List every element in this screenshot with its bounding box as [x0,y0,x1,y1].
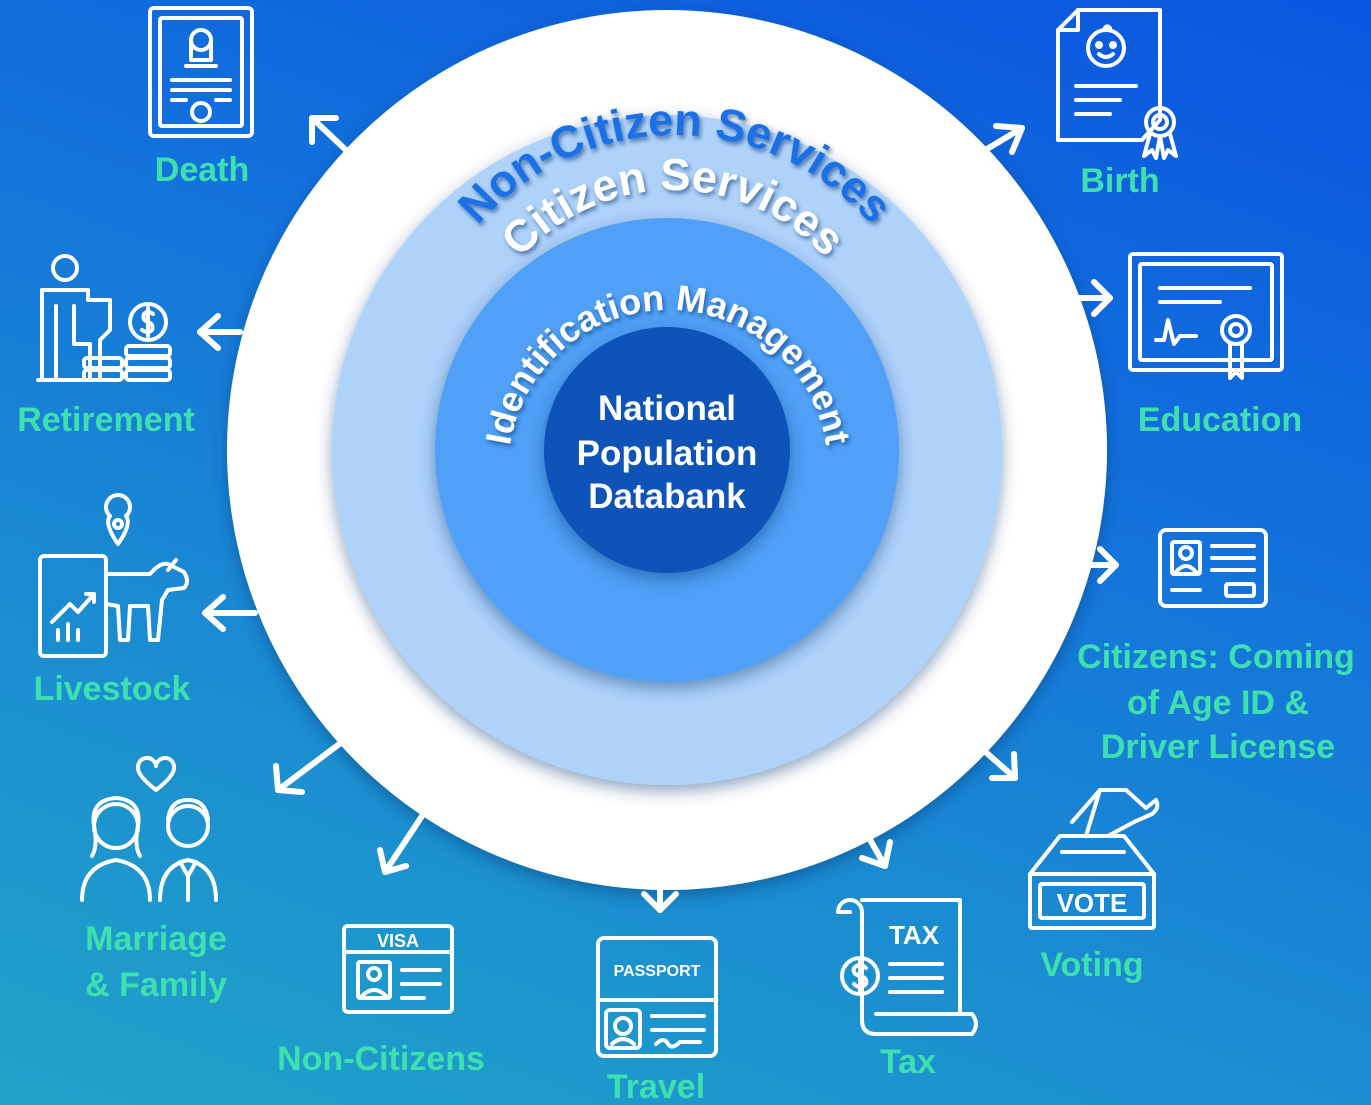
arrow-retirement [197,313,243,351]
tax-scroll-icon: TAX [836,898,978,1036]
arrow-livestock [202,594,258,632]
label-citizens-line-2: of Age ID & [1127,684,1309,722]
label-marriage-line-1: Marriage [85,920,227,958]
core-line-1: National [598,389,736,428]
arrow-birth [969,123,1025,161]
arrows [197,115,1119,913]
label-travel: Travel [607,1068,705,1105]
education-diploma-icon [1128,252,1284,380]
birth-certificate-icon [1056,8,1178,160]
visa-icon: VISA [342,924,454,1014]
svg-text:VISA: VISA [377,931,419,951]
arrow-education [1059,279,1113,317]
arrow-tax [857,819,893,869]
ballot-box-icon: VOTE [1028,788,1160,930]
arrow-voting [969,737,1018,781]
label-livestock: Livestock [34,670,191,708]
passport-icon: PASSPORT [596,936,718,1058]
label-citizens-line-3: Driver License [1101,728,1335,766]
label-death: Death [155,151,249,189]
svg-text:PASSPORT: PASSPORT [614,963,701,980]
arrow-travel [641,869,679,913]
core-line-3: Databank [588,477,746,516]
label-citizens-line-1: Citizens: Coming [1077,638,1355,676]
arrow-citizens [1065,546,1119,584]
label-birth: Birth [1080,162,1159,200]
label-non-citizens: Non-Citizens [277,1040,485,1078]
arrow-marriage [273,739,345,795]
arrow-non-citizens [377,807,429,875]
label-voting: Voting [1040,946,1143,984]
svg-text:TAX: TAX [889,920,940,950]
arrow-death [309,115,351,155]
svg-text:VOTE: VOTE [1057,888,1128,918]
label-retirement: Retirement [17,401,195,439]
label-education: Education [1138,401,1302,439]
label-tax: Tax [880,1043,936,1081]
livestock-icon [38,493,189,658]
core-line-2: Population [577,434,758,473]
death-certificate-icon [148,6,254,138]
retirement-icon [36,254,172,382]
label-marriage-line-2: & Family [85,966,227,1004]
core-circle [544,327,790,573]
marriage-couple-icon [80,756,218,902]
id-card-icon [1158,528,1268,608]
